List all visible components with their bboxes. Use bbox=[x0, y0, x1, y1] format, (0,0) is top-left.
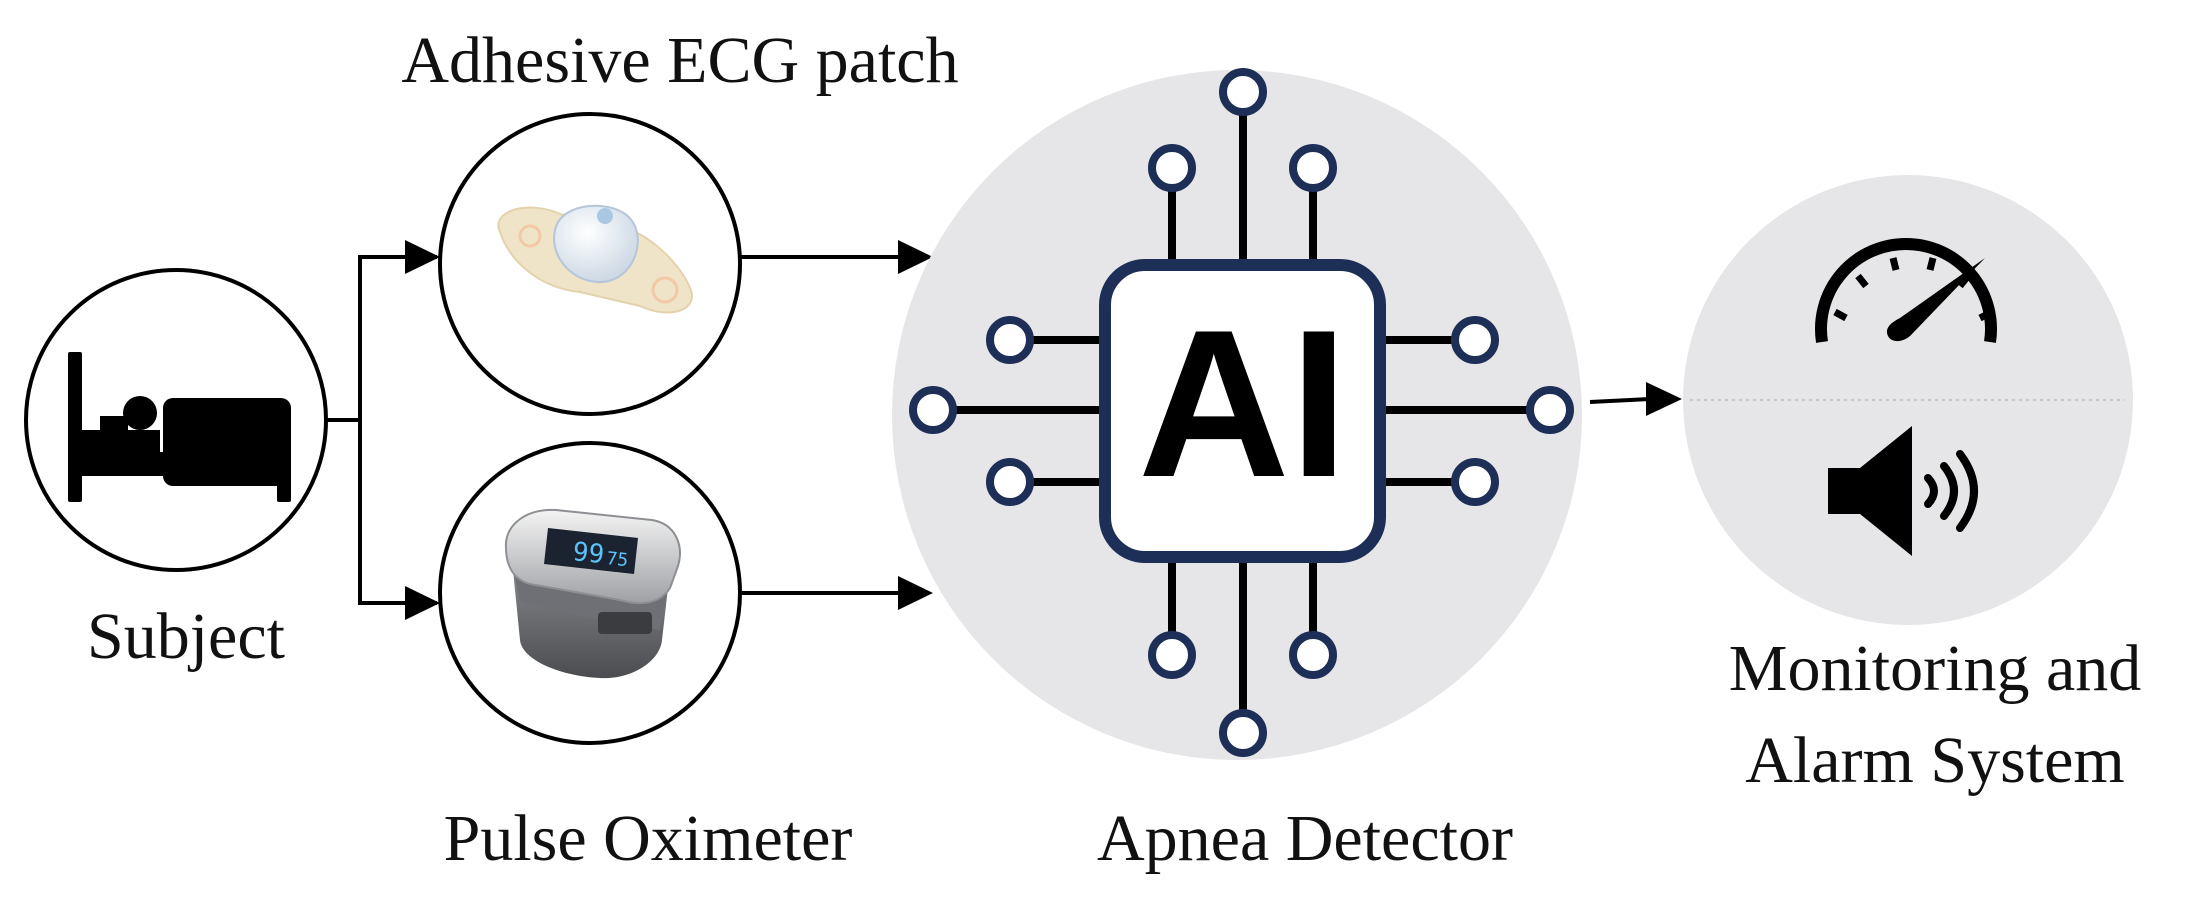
speedometer-icon bbox=[1815, 238, 1997, 343]
apnea-detector-node: AI bbox=[892, 68, 1582, 760]
alarm-label-line2: Alarm System bbox=[1745, 724, 2124, 797]
ai-chip-body bbox=[1099, 259, 1386, 563]
bed-person-icon bbox=[68, 352, 291, 502]
pulse-oximeter-label: Pulse Oximeter bbox=[444, 802, 853, 875]
pulse-oximeter-node: 99 75 bbox=[438, 441, 742, 745]
ecg-patch-icon bbox=[497, 204, 693, 314]
pulse-oximeter-icon: 99 75 bbox=[504, 508, 681, 679]
monitoring-alarm-node bbox=[1683, 175, 2133, 625]
subject-connectors bbox=[326, 252, 439, 608]
speaker-icon bbox=[1828, 426, 1978, 556]
alarm-label-line1: Monitoring and bbox=[1729, 632, 2141, 705]
arrow-detector-to-alarm bbox=[1589, 397, 1651, 404]
subject-arrowheads bbox=[405, 240, 440, 620]
arrowhead-ecg-to-detector bbox=[898, 240, 933, 274]
ai-chip-icon: AI bbox=[909, 68, 1574, 757]
oximeter-spo2: 99 bbox=[571, 537, 605, 570]
ai-chip-text: AI bbox=[1138, 286, 1348, 521]
apnea-detector-label: Apnea Detector bbox=[1097, 802, 1513, 875]
oximeter-pulse: 75 bbox=[605, 548, 629, 571]
arrowhead-oximeter-to-detector bbox=[898, 576, 933, 610]
arrowhead-detector-to-alarm bbox=[1646, 382, 1682, 416]
ecg-patch-node bbox=[438, 112, 742, 416]
subject-label: Subject bbox=[87, 600, 285, 673]
ecg-patch-label: Adhesive ECG patch bbox=[401, 24, 958, 97]
subject-node bbox=[24, 268, 328, 572]
